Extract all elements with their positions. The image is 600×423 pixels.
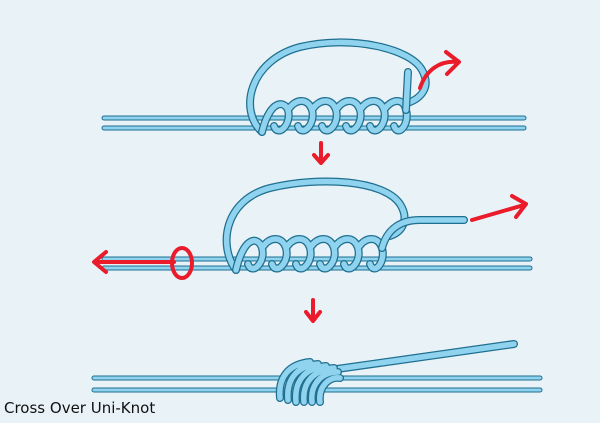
step-1-pull-arrow: [418, 50, 461, 90]
step-2-main-line: [101, 256, 533, 271]
step-2-pull-right-arrow: [470, 194, 528, 222]
step-3-tag-end: [326, 340, 518, 374]
step-3-tightened-knot: [275, 358, 344, 406]
step-3-illustration: [91, 340, 543, 406]
step-1-wraps: [258, 97, 411, 136]
diagram-caption: Cross Over Uni-Knot: [4, 399, 156, 417]
down-arrow-1: [312, 141, 330, 165]
step-2-wraps: [232, 235, 387, 274]
down-arrow-2: [304, 298, 322, 323]
step-2-tag-end: [378, 216, 468, 252]
step-1-illustration: [101, 38, 527, 136]
step-1-tag-loop: [246, 38, 430, 136]
step-1-tag-end: [402, 68, 412, 114]
step-2-tag-loop: [222, 177, 409, 274]
step-2-circle-marker: [170, 246, 194, 280]
step-2-pull-left-arrow: [92, 250, 176, 274]
step-2-illustration: [92, 177, 533, 280]
